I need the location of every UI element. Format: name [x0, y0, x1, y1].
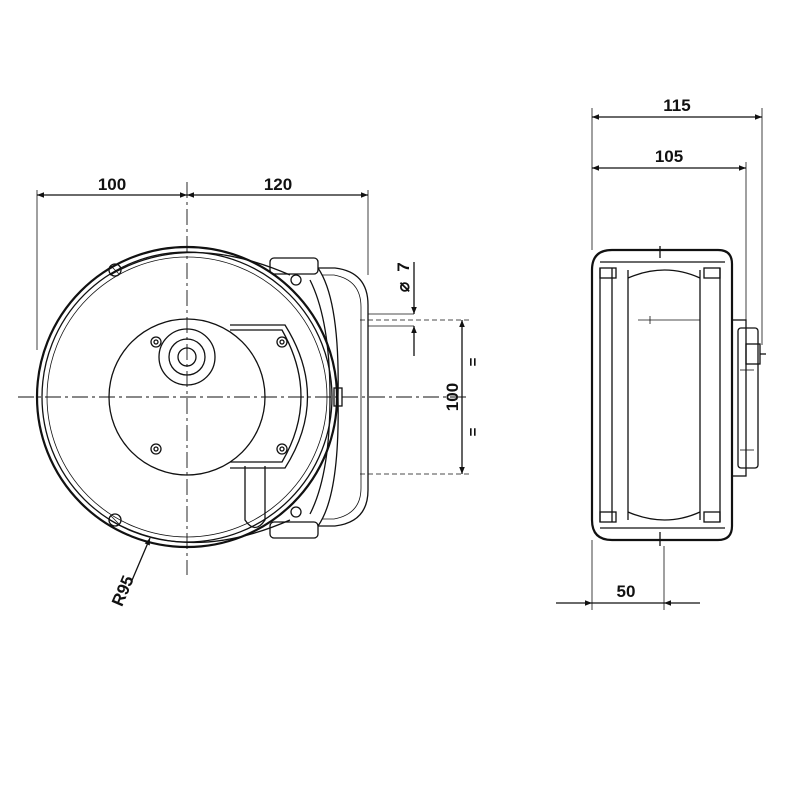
hub-screw	[150, 336, 162, 348]
front-view: 100 120 ⌀ 7 100 = = R95	[18, 175, 482, 609]
hub-center	[158, 328, 216, 386]
hub-screw	[276, 336, 288, 348]
side-housing	[590, 246, 734, 546]
hub-screw	[150, 443, 162, 455]
equal-mark: =	[465, 357, 482, 366]
reel-housing	[35, 245, 339, 549]
dim-label-120: 120	[264, 175, 292, 194]
side-view: 115 105 50	[556, 96, 766, 610]
dim-label-100: 100	[98, 175, 126, 194]
housing-screw	[290, 274, 302, 286]
dim-label-hole-spacing: 100	[443, 383, 462, 411]
dim-label-105: 105	[655, 147, 683, 166]
wall-bracket	[318, 267, 369, 527]
hub-screw	[276, 443, 288, 455]
side-bracket	[731, 319, 766, 477]
dim-label-50: 50	[617, 582, 636, 601]
diameter-symbol: ⌀	[394, 281, 413, 292]
hose-guide	[269, 257, 343, 539]
dim-label-115: 115	[663, 96, 690, 115]
hub-plate	[108, 318, 309, 529]
radius-leader	[129, 537, 151, 586]
dim-label-7: 7	[394, 262, 413, 271]
housing-screw	[108, 513, 122, 527]
equal-mark: =	[465, 427, 482, 436]
housing-screw	[290, 506, 302, 518]
dim-label-hole-diameter: ⌀ 7	[394, 262, 413, 292]
housing-screw	[108, 263, 122, 277]
